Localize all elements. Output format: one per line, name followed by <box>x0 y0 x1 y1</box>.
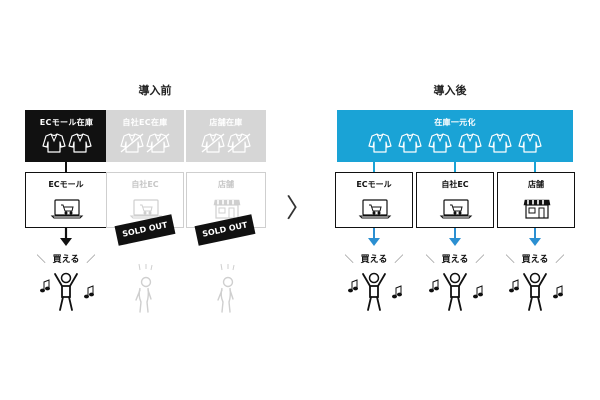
connector-line <box>65 162 67 172</box>
can-buy-label: ＼買える／ <box>36 255 96 265</box>
can-buy-label: ＼買える／ <box>505 255 565 265</box>
shirt-icons <box>41 133 92 153</box>
banner-label: 自社EC在庫 <box>122 118 168 127</box>
disappointed-person-icon <box>135 263 153 313</box>
down-arrow-icon <box>60 228 72 246</box>
after-channel-own-ec: 自社EC <box>416 172 494 228</box>
channel-label: 店舗 <box>218 180 234 189</box>
before-title: 導入前 <box>138 84 172 97</box>
can-buy-label: ＼買える／ <box>425 255 485 265</box>
chevron-right-icon: 〉 <box>286 194 313 224</box>
laptop-cart-icon <box>440 199 472 219</box>
happy-person-icon <box>40 272 94 311</box>
happy-person-icon <box>348 272 402 311</box>
crossed-shirt-icons <box>201 133 251 153</box>
connector-line <box>534 162 536 172</box>
after-title: 導入後 <box>433 84 467 97</box>
before-banner-store-stock: 店舗在庫 <box>186 110 266 162</box>
disappointed-person-icon <box>217 263 235 313</box>
banner-label: 在庫一元化 <box>434 118 476 127</box>
channel-label: 店舗 <box>528 180 544 189</box>
banner-label: ECモール在庫 <box>39 118 94 127</box>
down-arrow-icon <box>529 228 541 246</box>
store-icon <box>523 199 551 219</box>
after-banner-unified-stock: 在庫一元化 <box>337 110 573 162</box>
before-channel-ec-mall: ECモール <box>25 172 107 228</box>
channel-label: 自社EC <box>441 180 469 189</box>
shirt-icons <box>368 133 542 153</box>
after-channel-ec-mall: ECモール <box>335 172 413 228</box>
channel-label: ECモール <box>48 180 84 189</box>
before-banner-own-ec-stock: 自社EC在庫 <box>106 110 184 162</box>
connector-line <box>373 162 375 172</box>
happy-person-icon <box>509 272 563 311</box>
can-buy-label: ＼買える／ <box>344 255 404 265</box>
connector-line <box>454 162 456 172</box>
laptop-cart-icon <box>359 199 391 219</box>
banner-label: 店舗在庫 <box>209 118 243 127</box>
laptop-cart-icon <box>51 199 83 219</box>
after-channel-store: 店舗 <box>497 172 575 228</box>
before-banner-ec-mall-stock: ECモール在庫 <box>25 110 108 162</box>
channel-label: 自社EC <box>131 180 159 189</box>
down-arrow-icon <box>449 228 461 246</box>
happy-person-icon <box>429 272 483 311</box>
crossed-shirt-icons <box>120 133 170 153</box>
channel-label: ECモール <box>356 180 392 189</box>
down-arrow-icon <box>368 228 380 246</box>
